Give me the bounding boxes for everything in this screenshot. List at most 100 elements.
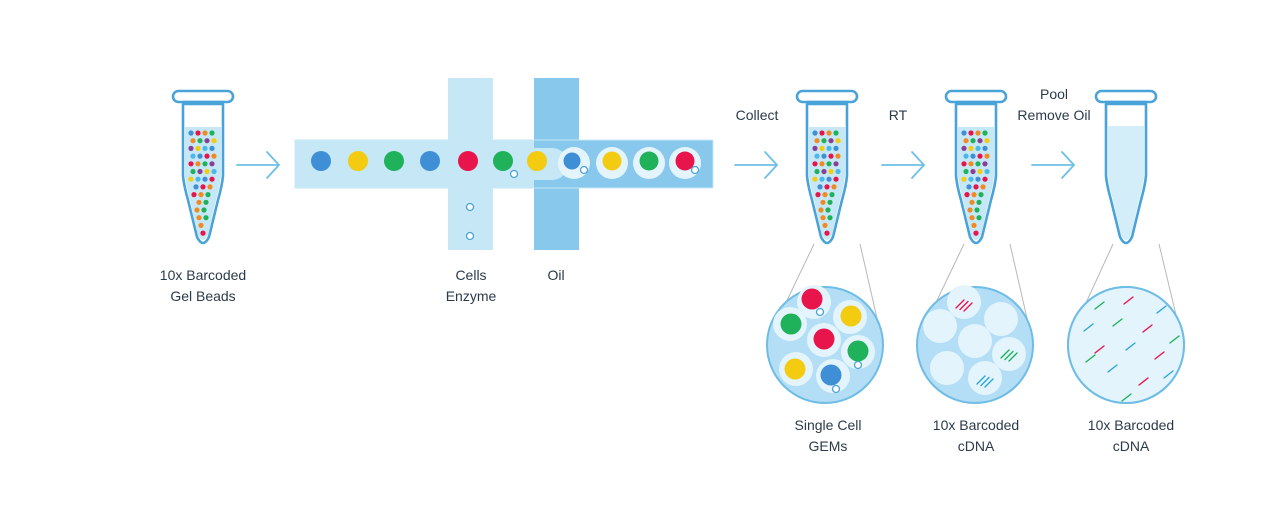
tube-bead <box>833 176 839 182</box>
cdna-strand <box>1083 323 1094 332</box>
tube-bead <box>968 130 974 136</box>
channel-bead <box>493 151 513 171</box>
gem-bead <box>784 358 806 380</box>
tube-bead <box>204 153 210 159</box>
tube-bead <box>196 199 202 205</box>
tube-bead <box>820 199 826 205</box>
tube-bead <box>812 176 818 182</box>
tube-bead <box>193 184 199 190</box>
tube-bead <box>815 192 821 198</box>
tube-bead <box>833 161 839 167</box>
channel-bead <box>311 151 331 171</box>
cdna-strand <box>976 375 986 385</box>
tube-bead <box>826 145 832 151</box>
tube-bead <box>197 138 203 144</box>
arrow-head <box>911 151 925 179</box>
tube-bead <box>812 145 818 151</box>
tube-bead <box>984 168 990 175</box>
gem-bead <box>801 288 823 310</box>
tube-liquid <box>185 127 221 240</box>
cdna-strand <box>1169 335 1180 344</box>
tube-bead <box>209 161 215 167</box>
tube-bead <box>195 145 201 151</box>
tube-bead <box>814 153 820 159</box>
tube-bead <box>211 138 217 144</box>
tube-bead <box>831 184 837 190</box>
tube-bead <box>961 161 967 167</box>
tube-bead <box>819 130 825 136</box>
tube-bead <box>978 192 984 198</box>
tube-bead <box>971 222 977 228</box>
tube-bead <box>826 161 832 167</box>
label-pool-remove-oil: Pool Remove Oil <box>1017 86 1091 123</box>
tube-bead <box>976 199 982 205</box>
cdna-strand <box>1156 305 1167 314</box>
tube-bead <box>968 176 974 182</box>
tube-bead <box>827 199 833 205</box>
label-barcoded-cdna-rt: 10x Barcoded cDNA <box>932 417 1020 454</box>
channel-bead <box>563 152 581 170</box>
tube-bead <box>201 207 207 213</box>
tube-bead <box>204 168 210 175</box>
microfluidic-chip <box>294 78 714 250</box>
tube-bead <box>817 184 823 190</box>
cdna-strand <box>963 302 973 312</box>
tube-bead <box>203 215 209 221</box>
cdna-strand <box>1008 352 1018 362</box>
tube-bead <box>970 153 976 159</box>
tube-bead <box>975 145 981 151</box>
channel-bead <box>348 151 368 171</box>
tube-bead <box>821 168 827 175</box>
gem-bead <box>780 313 802 335</box>
cdna-strand <box>1112 318 1123 327</box>
tube-liquid <box>1108 126 1144 240</box>
gem-bead <box>847 340 869 362</box>
tube-bead <box>963 153 969 159</box>
gem-bead <box>813 328 835 350</box>
tube-bead <box>977 153 983 159</box>
tube-bead <box>191 192 197 198</box>
tube-bead <box>209 130 215 136</box>
tube-bead <box>196 215 202 221</box>
tube-bead <box>975 161 981 167</box>
gem-bead <box>840 305 862 327</box>
cell <box>465 231 475 241</box>
channel-bead <box>675 151 695 171</box>
gem-cell <box>815 307 825 317</box>
tube-bead <box>828 138 834 144</box>
tube-bead <box>970 138 976 144</box>
tube-gems <box>795 89 859 245</box>
cdna-strand <box>1123 296 1134 305</box>
tube-bead <box>975 176 981 182</box>
magnifier-pooled <box>1067 286 1185 404</box>
arrow-icon <box>881 151 925 179</box>
tube-bead <box>963 138 969 144</box>
channel-bead <box>384 151 404 171</box>
label-gel-beads: 10x Barcoded Gel Beads <box>159 267 247 304</box>
tube-bead <box>974 207 980 213</box>
tube-bead <box>822 222 828 228</box>
arrow-head <box>764 151 778 179</box>
label-rt: RT <box>888 107 908 123</box>
tube-bead <box>829 192 835 198</box>
cdna-strand <box>1121 393 1132 402</box>
tube-bead <box>977 168 983 175</box>
tube-bead <box>967 207 973 213</box>
tube-bead <box>818 207 824 213</box>
gem-droplet <box>992 337 1026 371</box>
tube-bead <box>827 215 833 221</box>
channel-contents <box>311 147 701 241</box>
cell <box>509 169 519 179</box>
tube-bead <box>190 168 196 175</box>
tube-bead <box>207 184 213 190</box>
channel-bead <box>602 151 622 171</box>
tube-bead <box>961 145 967 151</box>
tube-bead <box>204 138 210 144</box>
tube-bead <box>209 145 215 151</box>
tube-bead <box>188 145 194 151</box>
tube-pooled <box>1094 89 1158 245</box>
cell <box>579 165 589 175</box>
tube-bead <box>969 215 975 221</box>
tube-bead <box>814 168 820 175</box>
tube-bead <box>970 168 976 175</box>
